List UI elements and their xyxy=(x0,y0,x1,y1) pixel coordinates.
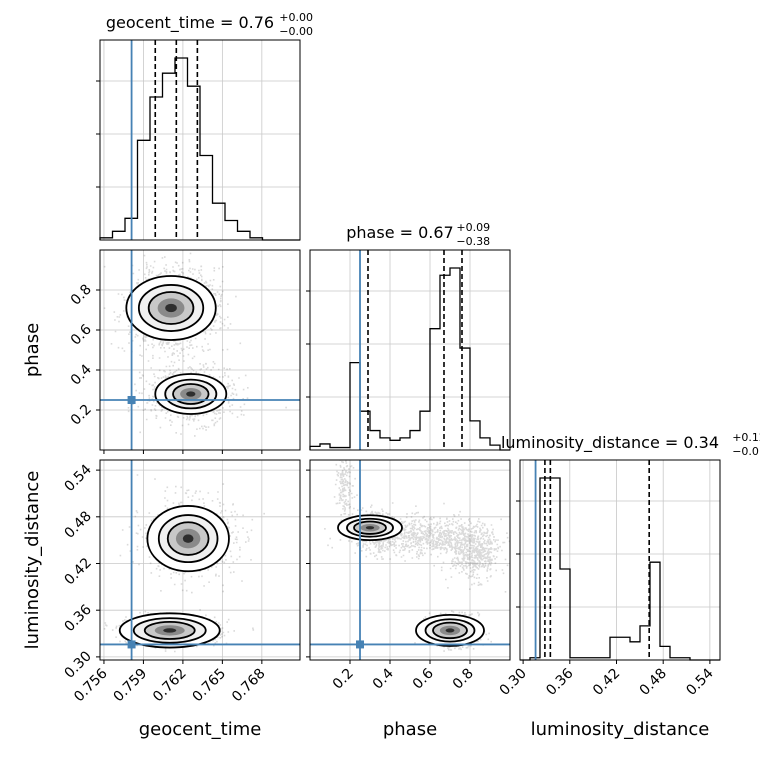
title-geocent_time: geocent_time = 0.76 xyxy=(106,13,274,33)
histogram-luminosity_distance xyxy=(520,477,720,661)
title-luminosity_distance: luminosity_distance = 0.34 xyxy=(501,433,719,453)
scatter-points xyxy=(324,460,510,652)
density-fill xyxy=(365,526,375,530)
tick-label: 0.54 xyxy=(61,462,94,495)
axes-frame xyxy=(99,39,301,241)
density-fill xyxy=(445,628,455,633)
title-main: phase = 0.67 xyxy=(346,223,453,242)
contour-line xyxy=(353,520,387,535)
contour-line xyxy=(147,291,195,325)
title-plus: +0.09 xyxy=(456,221,490,234)
contour-line xyxy=(432,621,468,640)
axes-frame xyxy=(99,249,301,451)
tick-label: 0.30 xyxy=(497,666,530,699)
tick-label: 0.6 xyxy=(68,321,95,348)
density-fill xyxy=(163,628,177,633)
contour-line xyxy=(143,620,196,640)
tick-label: 0.48 xyxy=(61,508,94,541)
xlabel-luminosity_distance: luminosity_distance xyxy=(531,719,710,740)
axes-frame xyxy=(309,459,511,661)
tick-label: 0.54 xyxy=(683,665,716,698)
tick-label: 0.759 xyxy=(111,666,151,706)
contour-line xyxy=(125,275,217,341)
contour-line xyxy=(424,618,476,643)
contour-line xyxy=(164,378,218,410)
contour-line xyxy=(157,514,219,564)
ylabel-luminosity_distance: luminosity_distance xyxy=(22,471,43,650)
density-fill xyxy=(182,534,194,543)
histogram-geocent_time xyxy=(99,57,300,241)
axes-frame xyxy=(99,459,301,661)
density-fill xyxy=(186,391,196,397)
title-plus: +0.00 xyxy=(279,11,313,24)
title-main: geocent_time = 0.76 xyxy=(106,13,274,33)
contour-line xyxy=(346,517,394,538)
contour-line xyxy=(337,514,403,542)
contour-line xyxy=(118,612,221,649)
contour-line xyxy=(154,373,228,415)
histogram-phase xyxy=(309,267,510,451)
tick-label: 0.765 xyxy=(190,666,230,706)
contour-line xyxy=(137,284,205,332)
tick-label: 0.48 xyxy=(637,666,670,699)
title-minus: −0.01 xyxy=(732,445,760,458)
contour-line xyxy=(132,617,207,644)
title-minus: −0.00 xyxy=(279,25,313,38)
tick-label: 0.36 xyxy=(61,602,94,635)
panel-phase-luminosity_distance xyxy=(324,460,510,652)
tick-label: 0.768 xyxy=(229,666,269,706)
tick-label: 0.8 xyxy=(68,282,95,309)
xlabel-phase: phase xyxy=(383,719,437,740)
contour-line xyxy=(172,383,210,405)
tick-label: 0.8 xyxy=(450,666,477,693)
axes-frame xyxy=(309,249,511,451)
tick-label: 0.6 xyxy=(410,665,437,692)
tick-label: 0.36 xyxy=(543,665,576,698)
panel-geocent_time-phase xyxy=(100,252,287,437)
truth-marker xyxy=(127,396,136,404)
contour-line xyxy=(166,521,210,556)
density-fill xyxy=(165,303,177,313)
tick-label: 0.4 xyxy=(370,665,397,692)
fills-layer xyxy=(100,40,720,660)
truth-marker xyxy=(127,640,136,649)
title-phase: phase = 0.67 xyxy=(346,223,453,242)
tick-label: 0.42 xyxy=(61,555,94,588)
truth-marker xyxy=(356,640,364,649)
tick-label: 0.762 xyxy=(150,666,190,706)
tick-label: 0.2 xyxy=(68,402,95,429)
contour-line xyxy=(415,613,485,647)
tick-label: 0.42 xyxy=(590,666,623,699)
contour-line xyxy=(146,505,230,573)
title-minus: −0.38 xyxy=(456,235,490,248)
axes-frame xyxy=(519,459,721,661)
tick-label: 0.4 xyxy=(68,361,95,388)
title-plus: +0.12 xyxy=(732,431,760,444)
tick-label: 0.2 xyxy=(330,666,357,693)
panel-geocent_time-luminosity_distance xyxy=(103,474,265,653)
xlabel-geocent_time: geocent_time xyxy=(139,719,262,740)
ylabel-phase: phase xyxy=(22,323,43,377)
title-main: luminosity_distance = 0.34 xyxy=(501,433,719,453)
